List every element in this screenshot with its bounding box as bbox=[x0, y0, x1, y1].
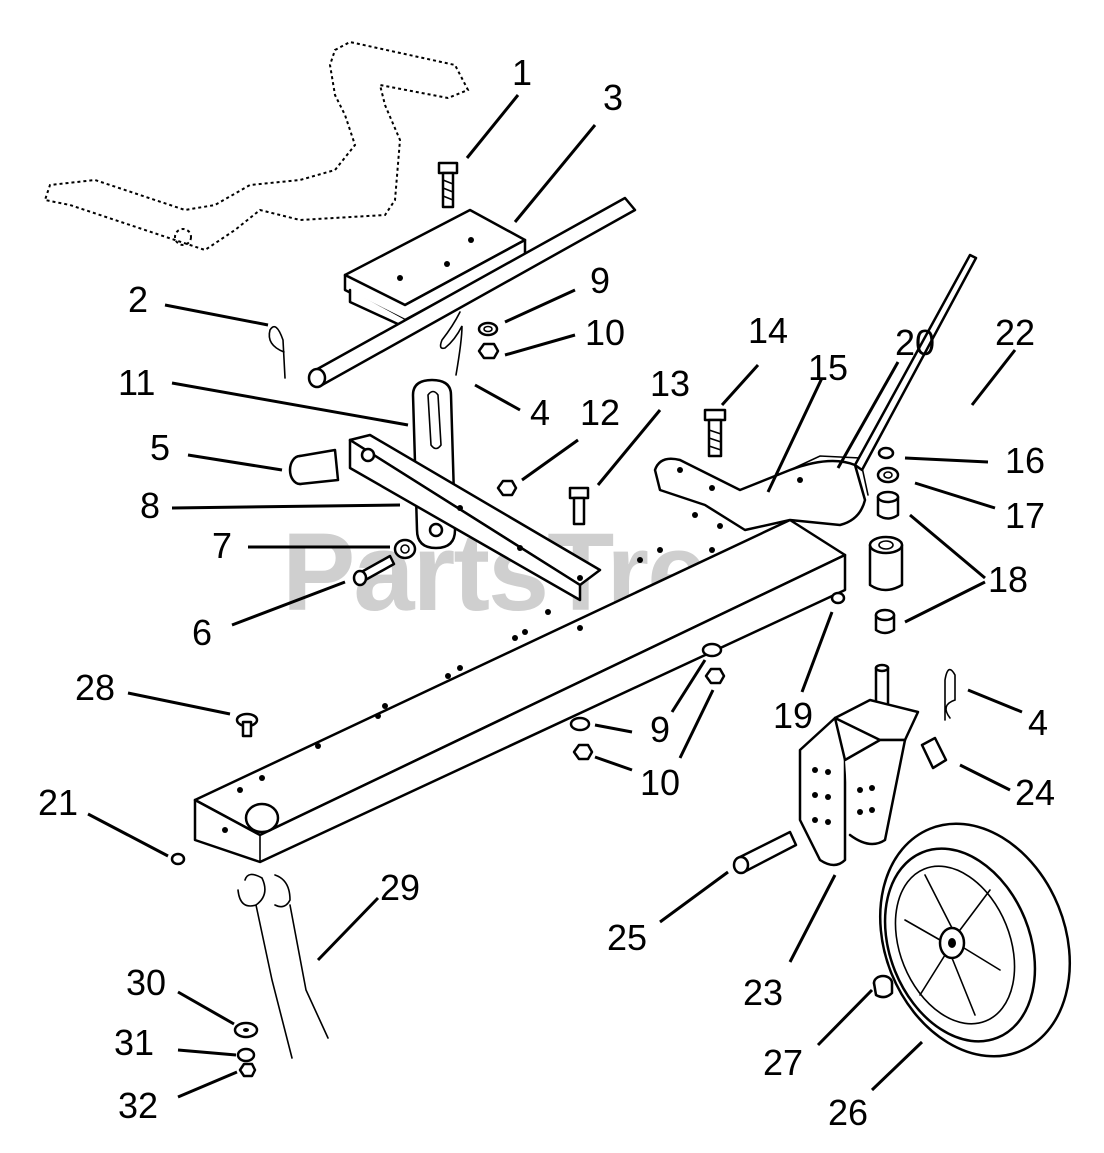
hairpin-clip-4-upper bbox=[439, 311, 463, 376]
callout-28: 28 bbox=[75, 667, 115, 708]
main-beam bbox=[193, 512, 847, 864]
bolt-14 bbox=[703, 408, 727, 458]
callout-13: 13 bbox=[650, 363, 690, 404]
callout-10: 10 bbox=[585, 312, 625, 353]
callout-9-lower: 9 bbox=[650, 709, 670, 750]
nut-10-lower-b bbox=[572, 743, 594, 761]
callout-19: 19 bbox=[773, 695, 813, 736]
callout-24: 24 bbox=[1015, 772, 1055, 813]
washer-7 bbox=[393, 538, 417, 560]
callout-21: 21 bbox=[38, 782, 78, 823]
clip-24 bbox=[920, 736, 948, 770]
callout-6: 6 bbox=[192, 612, 212, 653]
washer-9-lower-b bbox=[569, 716, 591, 732]
callout-25: 25 bbox=[607, 917, 647, 958]
rivet-28 bbox=[235, 712, 259, 738]
hitch-plate bbox=[343, 208, 527, 327]
bolt-13 bbox=[568, 486, 590, 526]
spring-tine bbox=[237, 802, 329, 1059]
callout-4-lower: 4 bbox=[1028, 702, 1048, 743]
callout-10-lower: 10 bbox=[640, 762, 680, 803]
callout-1: 1 bbox=[512, 52, 532, 93]
pivot-arm bbox=[653, 455, 869, 532]
callout-26: 26 bbox=[828, 1092, 868, 1133]
callout-2: 2 bbox=[128, 279, 148, 320]
washer-30 bbox=[233, 1021, 259, 1039]
callout-17: 17 bbox=[1005, 495, 1045, 536]
nut-19 bbox=[830, 591, 846, 605]
bushing-18-upper bbox=[876, 490, 900, 520]
bolt-6 bbox=[352, 554, 396, 587]
cross-bar bbox=[348, 433, 602, 602]
callout-30: 30 bbox=[126, 962, 166, 1003]
callout-29: 29 bbox=[380, 867, 420, 908]
washer-9-upper bbox=[477, 321, 499, 337]
bushing-27 bbox=[872, 974, 894, 999]
leader-lines bbox=[87, 94, 1023, 1099]
callout-18: 18 bbox=[988, 559, 1028, 600]
clevis-pin-5 bbox=[288, 448, 340, 486]
hitch-rod bbox=[307, 196, 637, 389]
nut-16 bbox=[877, 446, 895, 460]
nut-10-lower-a bbox=[704, 667, 726, 685]
callout-9: 9 bbox=[590, 260, 610, 301]
callout-22: 22 bbox=[995, 312, 1035, 353]
callout-27: 27 bbox=[763, 1042, 803, 1083]
callout-5: 5 bbox=[150, 427, 170, 468]
washer-31 bbox=[236, 1047, 256, 1063]
washer-9-lower-a bbox=[701, 642, 723, 658]
bushing-18-lower bbox=[874, 608, 896, 635]
callout-15: 15 bbox=[808, 347, 848, 388]
callout-31: 31 bbox=[114, 1022, 154, 1063]
callout-20: 20 bbox=[895, 322, 935, 363]
callout-14: 14 bbox=[748, 310, 788, 351]
callout-16: 16 bbox=[1005, 440, 1045, 481]
callout-8: 8 bbox=[140, 485, 160, 526]
ghost-hitch-outline bbox=[43, 40, 470, 252]
callout-labels: 1 3 2 9 10 11 4 12 13 14 15 20 22 16 17 … bbox=[38, 52, 1055, 1133]
nut-10-upper bbox=[477, 342, 500, 360]
rod-22 bbox=[853, 253, 978, 472]
nut-12 bbox=[496, 479, 518, 497]
pivot-tube bbox=[868, 535, 904, 592]
nut-32 bbox=[238, 1062, 257, 1078]
callout-3: 3 bbox=[603, 77, 623, 118]
callout-12: 12 bbox=[580, 392, 620, 433]
callout-23: 23 bbox=[743, 972, 783, 1013]
axle-pin bbox=[732, 830, 798, 875]
callout-4: 4 bbox=[530, 392, 550, 433]
callout-32: 32 bbox=[118, 1085, 158, 1126]
nut-21 bbox=[170, 852, 186, 866]
callout-11: 11 bbox=[118, 362, 155, 403]
caster-bracket bbox=[798, 663, 920, 867]
hairpin-clip-4-lower bbox=[944, 668, 956, 721]
wheel bbox=[878, 822, 1072, 1058]
bolt-1 bbox=[437, 161, 459, 209]
callout-7: 7 bbox=[212, 525, 232, 566]
hairpin-clip-2 bbox=[268, 325, 286, 379]
washer-17 bbox=[876, 466, 900, 484]
